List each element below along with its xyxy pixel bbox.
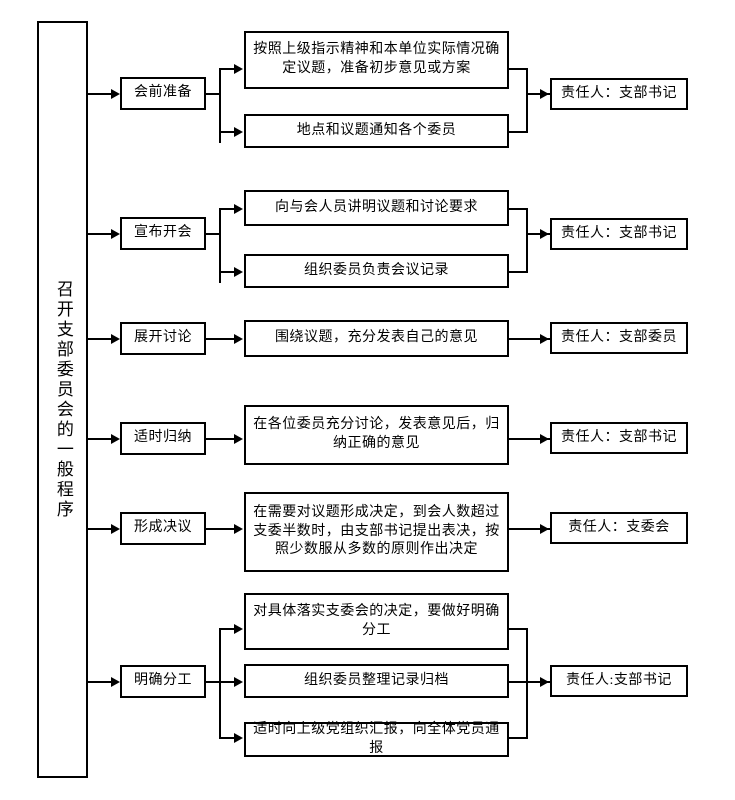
detail-box-6-1[interactable]: 对具体落实支委会的决定，要做好明确分工 [244, 593, 509, 650]
arrowhead-stage-6-branch-a [234, 624, 243, 634]
stage-box-2[interactable]: 宣布开会 [120, 217, 206, 250]
connector-bar-to-stage-2 [88, 233, 112, 235]
detail-box-1-2[interactable]: 地点和议题通知各个委员 [244, 114, 509, 148]
arrowhead-bar-to-stage-3 [111, 334, 120, 344]
responsibility-box-3[interactable]: 责任人：支部委员 [550, 322, 688, 354]
connector-stage-2-stub [206, 233, 221, 235]
responsibility-box-1[interactable]: 责任人：支部书记 [550, 78, 688, 110]
arrowhead-merge-3 [540, 334, 549, 344]
arrowhead-merge-1 [540, 89, 549, 99]
stage-box-5[interactable]: 形成决议 [120, 512, 206, 545]
connector-stage-6-trunk [219, 628, 221, 738]
connector-stage-1-stub [206, 93, 221, 95]
connector-stage-1-branch-b [219, 131, 236, 133]
arrowhead-stage-2-branch-a [234, 204, 243, 214]
stage-box-1[interactable]: 会前准备 [120, 77, 206, 110]
stage-box-3[interactable]: 展开讨论 [120, 322, 206, 355]
connector-stage-1-branch-a [219, 68, 236, 70]
responsibility-box-5[interactable]: 责任人：支委会 [550, 512, 688, 544]
detail-box-6-3[interactable]: 适时向上级党组织汇报，向全体党员通报 [244, 722, 509, 757]
stage-box-4[interactable]: 适时归纳 [120, 422, 206, 455]
connector-stage-2-branch-a [219, 208, 236, 210]
connector-bar-to-stage-1 [88, 93, 112, 95]
vertical-title-bar: 召开支部委员会的一般程序 [37, 21, 88, 778]
responsibility-box-2[interactable]: 责任人：支部书记 [550, 218, 688, 250]
arrowhead-stage-5-to-detail [234, 524, 243, 534]
connector-stage-6-stub [206, 681, 221, 683]
connector-merge-1-trunk [526, 68, 528, 133]
connector-bar-to-stage-4 [88, 438, 112, 440]
arrowhead-merge-5 [540, 524, 549, 534]
arrowhead-stage-4-to-detail [234, 434, 243, 444]
connector-stage-2-trunk [219, 208, 221, 283]
connector-merge-1-a [509, 68, 528, 70]
responsibility-box-6[interactable]: 责任人:支部书记 [550, 665, 688, 697]
connector-stage-5-to-detail [206, 528, 236, 530]
detail-box-3-1[interactable]: 围绕议题，充分发表自己的意见 [244, 320, 509, 357]
arrowhead-stage-3-to-detail [234, 334, 243, 344]
connector-stage-4-to-detail [206, 438, 236, 440]
connector-merge-2-out [526, 233, 550, 235]
connector-stage-3-to-detail [206, 338, 236, 340]
connector-stage-6-branch-b [219, 681, 236, 683]
arrowhead-bar-to-stage-4 [111, 434, 120, 444]
arrowhead-stage-1-branch-a [234, 64, 243, 74]
arrowhead-stage-6-branch-b [234, 677, 243, 687]
arrowhead-bar-to-stage-1 [111, 89, 120, 99]
connector-merge-6-trunk [526, 628, 528, 739]
connector-stage-6-branch-a [219, 628, 236, 630]
detail-box-2-2[interactable]: 组织委员负责会议记录 [244, 254, 509, 288]
connector-merge-2-a [509, 208, 528, 210]
detail-box-1-1[interactable]: 按照上级指示精神和本单位实际情况确定议题，准备初步意见或方案 [244, 31, 509, 89]
connector-merge-6-out [526, 681, 550, 683]
arrowhead-bar-to-stage-5 [111, 524, 120, 534]
connector-merge-1-out [526, 93, 550, 95]
connector-merge-1-b [509, 131, 528, 133]
connector-merge-2-b [509, 271, 528, 273]
connector-bar-to-stage-6 [88, 681, 112, 683]
arrowhead-merge-4 [540, 434, 549, 444]
detail-box-2-1[interactable]: 向与会人员讲明议题和讨论要求 [244, 190, 509, 226]
connector-bar-to-stage-5 [88, 528, 112, 530]
responsibility-box-4[interactable]: 责任人：支部书记 [550, 422, 688, 454]
connector-bar-to-stage-3 [88, 338, 112, 340]
connector-stage-2-branch-b [219, 271, 236, 273]
connector-merge-6-b [509, 681, 528, 683]
arrowhead-stage-1-branch-b [234, 127, 243, 137]
arrowhead-merge-6 [540, 677, 549, 687]
arrowhead-bar-to-stage-2 [111, 229, 120, 239]
connector-merge-6-c [509, 737, 528, 739]
connector-stage-1-trunk [219, 68, 221, 143]
arrowhead-bar-to-stage-6 [111, 677, 120, 687]
connector-merge-6-a [509, 628, 528, 630]
arrowhead-stage-6-branch-c [234, 733, 243, 743]
connector-merge-3-out [509, 338, 550, 340]
connector-stage-6-branch-c [219, 737, 236, 739]
detail-box-4-1[interactable]: 在各位委员充分讨论，发表意见后，归纳正确的意见 [244, 405, 509, 465]
detail-box-6-2[interactable]: 组织委员整理记录归档 [244, 664, 509, 698]
arrowhead-stage-2-branch-b [234, 267, 243, 277]
detail-box-5-1[interactable]: 在需要对议题形成决定，到会人数超过支委半数时，由支部书记提出表决，按照少数服从多… [244, 492, 509, 572]
connector-merge-4-out [509, 438, 550, 440]
connector-merge-5-out [509, 528, 550, 530]
connector-merge-2-trunk [526, 208, 528, 273]
page-title: 召开支部委员会的一般程序 [53, 279, 73, 520]
stage-box-6[interactable]: 明确分工 [120, 665, 206, 698]
arrowhead-merge-2 [540, 229, 549, 239]
